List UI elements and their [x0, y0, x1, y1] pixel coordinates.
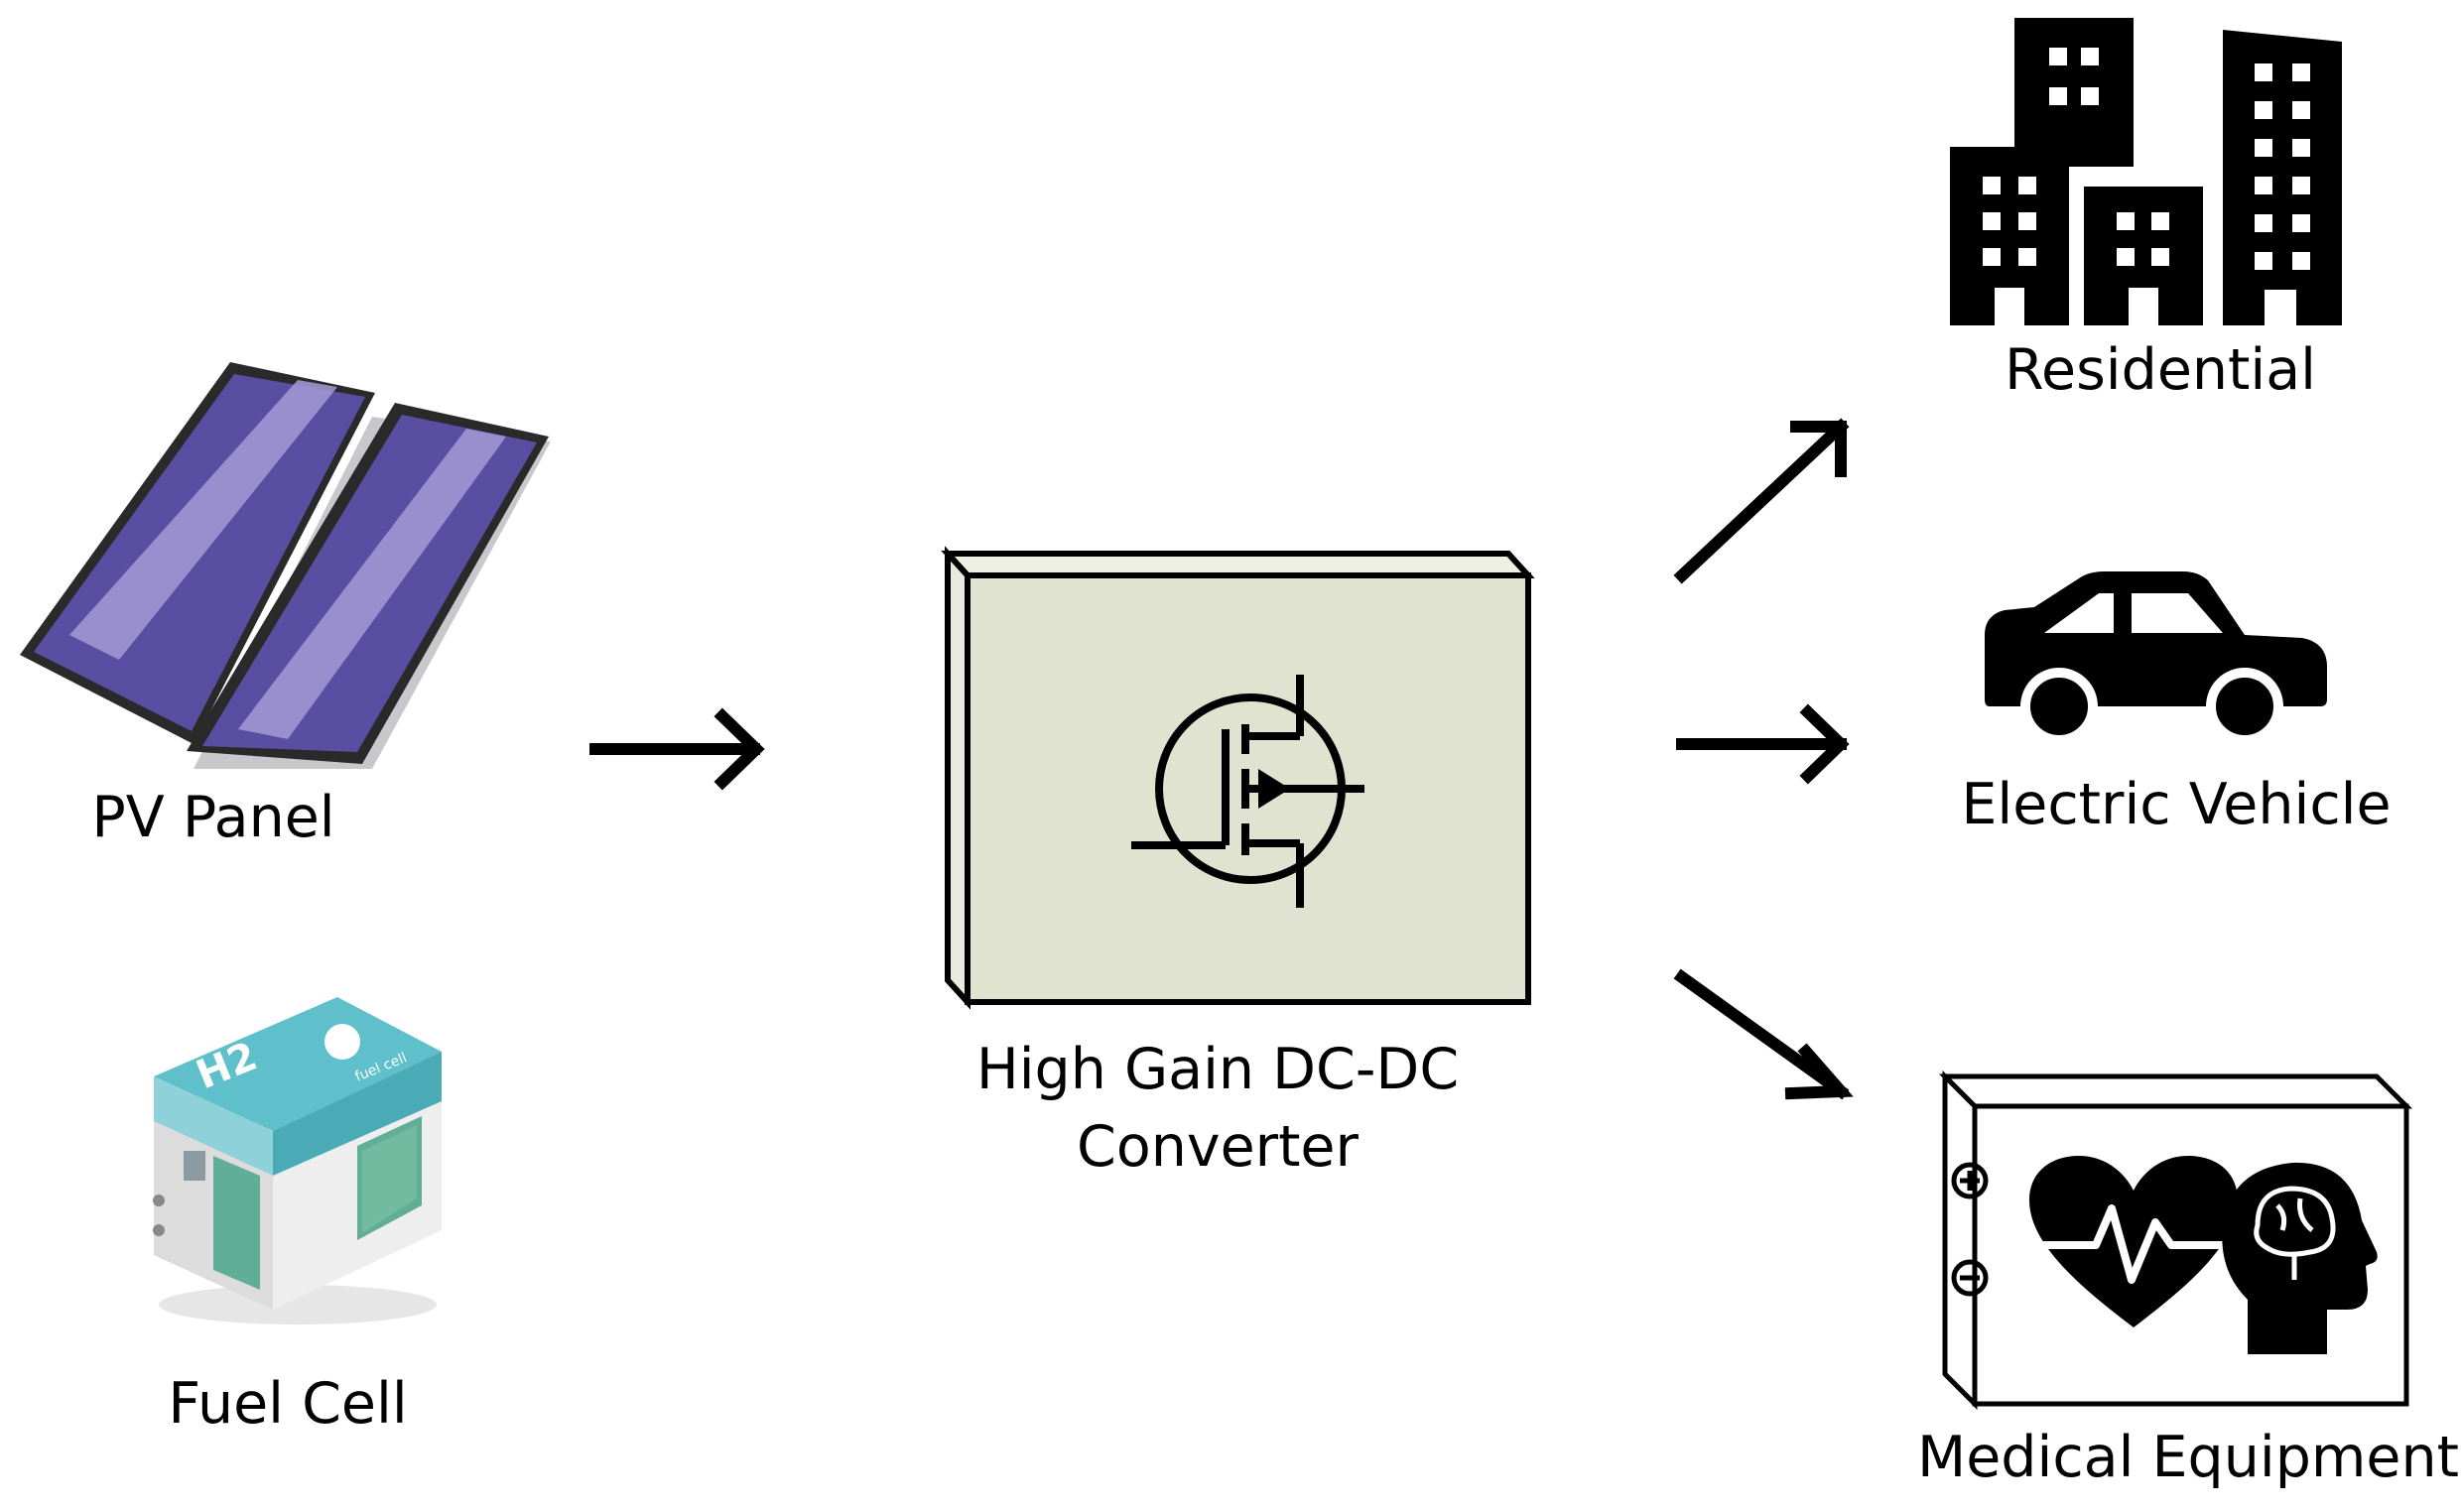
fuel-cell-icon: H2 fuel cell	[153, 997, 442, 1324]
brain-head-icon	[2222, 1162, 2378, 1354]
converter-label-line1: High Gain DC-DC	[976, 1037, 1459, 1102]
minus-terminal-icon	[1951, 1259, 1989, 1297]
heartbeat-icon	[2029, 1156, 2238, 1327]
output-arrow-medical	[1673, 968, 1854, 1100]
fuel-cell-label: Fuel Cell	[168, 1371, 407, 1437]
pv-panel-icon	[20, 362, 551, 769]
plus-terminal-icon	[1951, 1162, 1989, 1199]
electric-vehicle-label: Electric Vehicle	[1961, 772, 2391, 837]
output-arrow-residential	[1673, 418, 1850, 584]
electric-vehicle-icon	[1985, 571, 2327, 745]
mosfet-arrow-icon	[1258, 769, 1290, 809]
residential-buildings-icon	[1950, 18, 2342, 325]
medical-equipment-label: Medical Equipment	[1917, 1425, 2459, 1490]
converter-label-line2: Converter	[1077, 1114, 1359, 1180]
dc-dc-converter-box	[941, 546, 1535, 1010]
output-arrow-ev	[1676, 703, 1850, 785]
residential-label: Residential	[2005, 337, 2316, 403]
mosfet-symbol-icon	[1131, 675, 1364, 908]
pv-panel-label: PV Panel	[91, 785, 334, 850]
input-arrow	[589, 707, 765, 791]
